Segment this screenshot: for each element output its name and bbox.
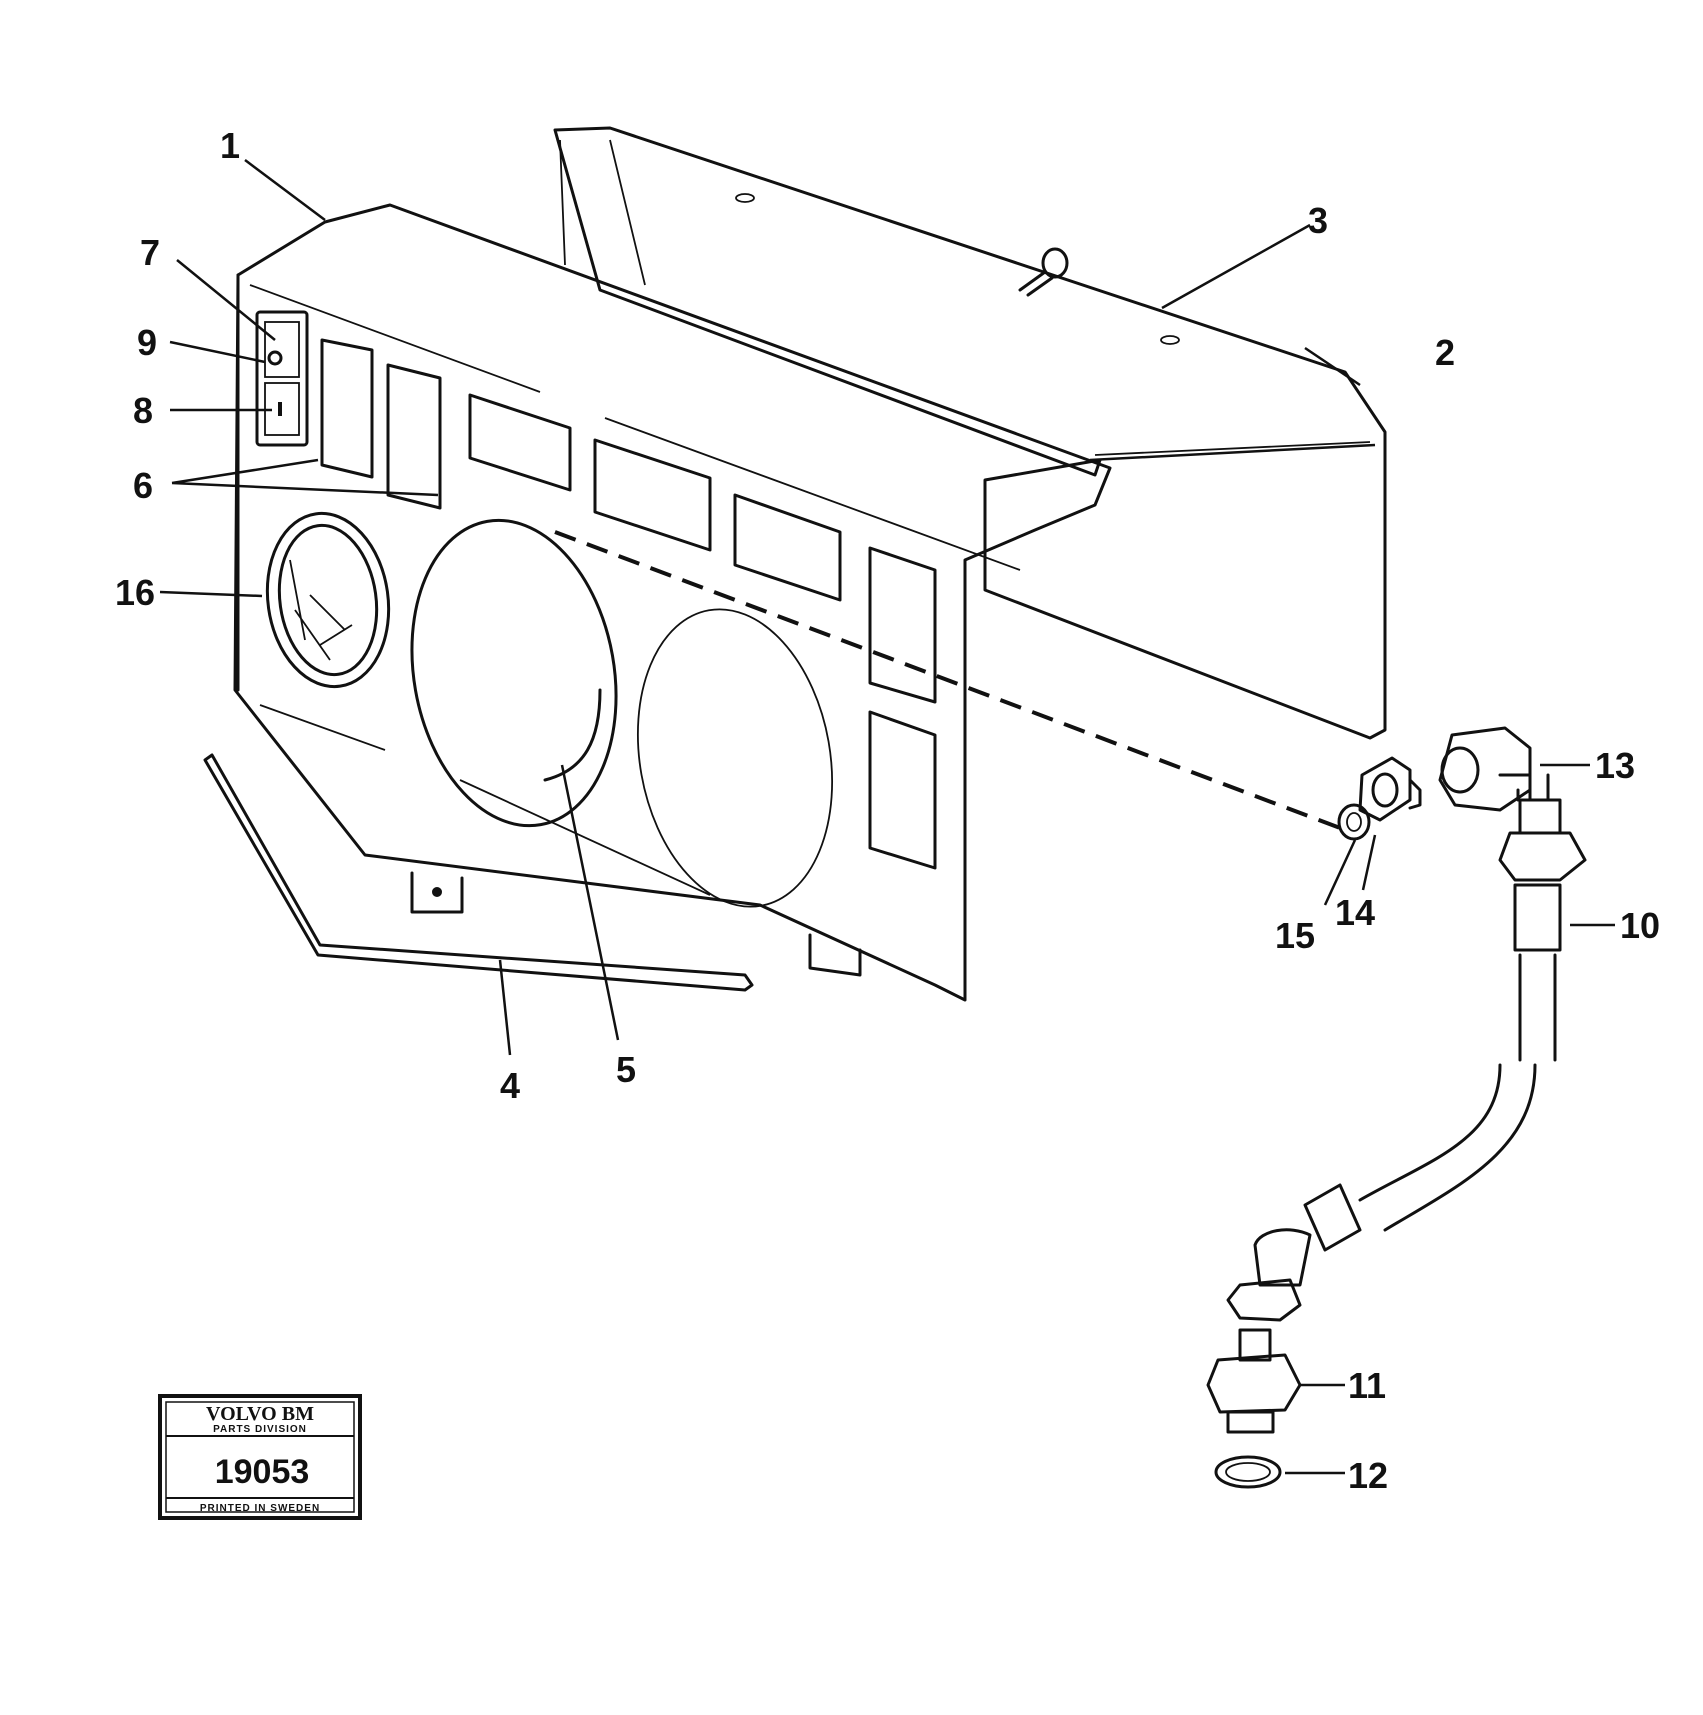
stamp-printed: PRINTED IN SWEDEN [200,1503,320,1514]
callout-11: 11 [1348,1365,1386,1406]
rubber-strip [203,753,754,992]
large-sealing-ring [410,518,618,828]
callout-6: 6 [133,465,153,506]
screw [1018,247,1069,297]
volvo-bm-stamp: VOLVO BM PARTS DIVISION 19053 PRINTED IN… [158,1394,362,1520]
callout-10: 10 [1620,905,1660,946]
callout-7: 7 [140,232,160,273]
stamp-division: PARTS DIVISION [213,1424,307,1435]
callout-3: 3 [1308,200,1328,241]
callout-1: 1 [220,125,240,166]
callout-8: 8 [133,390,153,431]
stamp-brand: VOLVO BM [206,1403,314,1425]
callout-15: 15 [1275,915,1315,956]
callout-5: 5 [616,1049,636,1090]
instrument-panel [233,203,1112,1002]
leader-lines [159,159,1615,1475]
fittings [1337,726,1550,841]
callout-4: 4 [500,1065,520,1106]
rear-cover-plate [553,126,1387,740]
small-round-gauge [265,511,391,689]
callout-2: 2 [1435,332,1455,373]
indicator-panels [320,338,442,510]
switch-block [255,310,309,447]
callout-14: 14 [1335,892,1375,933]
callout-9: 9 [137,322,157,363]
hose-assembly [1226,798,1587,1322]
callout-numbers: 1 2 3 4 5 6 7 8 9 10 11 12 13 14 15 16 [115,125,1660,1496]
large-gauge-opening [636,608,834,908]
callout-12: 12 [1348,1455,1388,1496]
adapter-and-washer [1206,1328,1302,1489]
assembly-line [554,530,1341,830]
callout-13: 13 [1595,745,1635,786]
gauge-windows [468,393,937,870]
stamp-number: 19053 [215,1453,310,1491]
callout-16: 16 [115,572,155,613]
